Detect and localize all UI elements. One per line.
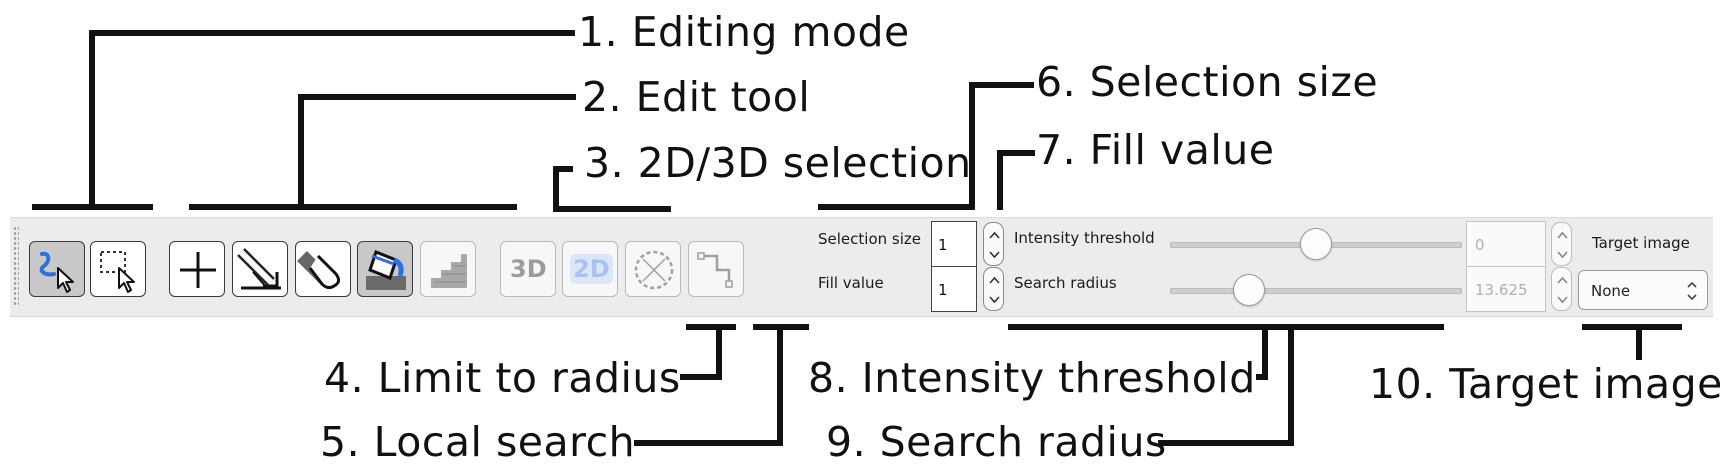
search-radius-label: Search radius [1014, 274, 1117, 292]
leader-intensity-threshold [1262, 324, 1268, 378]
target-image-label: Target image [1592, 234, 1690, 252]
staircase-icon [431, 254, 467, 288]
fill-value-field[interactable]: 1 [931, 266, 977, 312]
selection-size-label: Selection size [818, 230, 921, 248]
up-down-arrows-icon [1557, 231, 1568, 259]
bracket-selection-size [818, 204, 975, 210]
intensity-threshold-label: Intensity threshold [1014, 229, 1155, 247]
annotation-editing-mode: 1. Editing mode [578, 8, 910, 56]
annotation-fill-value: 7. Fill value [1036, 126, 1275, 174]
selection-2d-button[interactable]: 2D [562, 241, 618, 297]
up-down-arrows-icon [1687, 281, 1697, 301]
annotation-selection-size: 6. Selection size [1036, 58, 1379, 106]
bracket-edit-tool [189, 204, 517, 210]
annotation-local-search: 5. Local search [320, 418, 636, 466]
leader-intensity-threshold [1256, 374, 1268, 380]
eraser-icon [297, 251, 341, 290]
pencil-tool-button[interactable] [232, 241, 288, 297]
up-down-arrows-icon [1557, 276, 1568, 304]
leader-2d3d [553, 166, 559, 210]
up-down-arrows-icon [989, 276, 1000, 304]
toolbar-grip-handle[interactable] [13, 226, 19, 306]
trace-select-icon [39, 251, 74, 293]
annotation-intensity-threshold: 8. Intensity threshold [808, 354, 1256, 402]
bracket-limit-radius [686, 324, 736, 330]
leader-edit-tool [298, 94, 304, 208]
path-connector-icon [697, 252, 733, 288]
leader-local-search [777, 324, 783, 446]
intensity-threshold-slider[interactable] [1170, 228, 1462, 260]
search-radius-stepper[interactable] [1551, 267, 1572, 311]
fill-value-stepper[interactable] [983, 267, 1004, 311]
paint-bucket-icon [366, 250, 406, 290]
pencil-icon [237, 248, 281, 290]
leader-fill-value [997, 150, 1035, 156]
staircase-tool-button[interactable] [420, 241, 476, 297]
bracket-2d3d [553, 206, 671, 212]
leader-fill-value [997, 150, 1003, 210]
leader-local-search [634, 440, 783, 446]
annotation-search-radius: 9. Search radius [826, 418, 1167, 466]
crosshair-icon [180, 252, 216, 288]
selection-3d-button[interactable]: 3D [500, 241, 556, 297]
intensity-threshold-stepper[interactable] [1551, 222, 1572, 266]
crosshair-tool-button[interactable] [169, 241, 225, 297]
bracket-target-image [1582, 324, 1682, 330]
target-image-value: None [1591, 282, 1631, 300]
limit-to-radius-button[interactable] [625, 241, 681, 297]
selection-3d-label: 3D [510, 255, 547, 283]
trace-select-mode-button[interactable] [29, 241, 85, 297]
leader-limit-radius [680, 374, 722, 380]
local-search-button[interactable] [688, 241, 744, 297]
intensity-threshold-handle[interactable] [1300, 228, 1332, 260]
eraser-tool-button[interactable] [295, 241, 351, 297]
annotation-edit-tool: 2. Edit tool [582, 73, 811, 121]
fill-value-label: Fill value [818, 274, 884, 292]
region-select-icon [100, 251, 135, 293]
leader-target-image [1636, 324, 1642, 360]
annotation-limit-radius: 4. Limit to radius [324, 354, 681, 402]
segmentation-toolbar: 3D 2D Selection size Fill value 1 1 Inte… [10, 217, 1713, 317]
leader-selection-size [969, 82, 975, 206]
leader-selection-size [969, 82, 1034, 88]
selection-size-stepper[interactable] [983, 222, 1004, 266]
selection-size-field[interactable]: 1 [931, 221, 977, 267]
bracket-editing-mode [32, 204, 153, 210]
search-radius-field[interactable]: 13.625 [1466, 266, 1546, 312]
leader-search-radius [1288, 324, 1294, 446]
search-radius-slider[interactable] [1170, 274, 1462, 306]
target-image-select[interactable]: None [1578, 270, 1708, 310]
annotation-2d3d-selection: 3. 2D/3D selection [584, 139, 972, 187]
leader-editing-mode [89, 30, 95, 208]
intensity-threshold-field[interactable]: 0 [1466, 221, 1546, 267]
paint-bucket-tool-button[interactable] [357, 241, 413, 297]
leader-2d3d [553, 166, 573, 172]
up-down-arrows-icon [989, 231, 1000, 259]
leader-editing-mode [89, 30, 575, 36]
selection-2d-label: 2D [570, 254, 613, 284]
leader-edit-tool [298, 94, 576, 100]
bracket-threshold-radius [1008, 324, 1444, 330]
leader-search-radius [1158, 440, 1294, 446]
region-select-mode-button[interactable] [90, 241, 146, 297]
leader-limit-radius [716, 324, 722, 378]
annotation-target-image: 10. Target image [1369, 360, 1720, 408]
search-radius-handle[interactable] [1233, 274, 1266, 306]
dashed-circle-icon [634, 250, 674, 290]
